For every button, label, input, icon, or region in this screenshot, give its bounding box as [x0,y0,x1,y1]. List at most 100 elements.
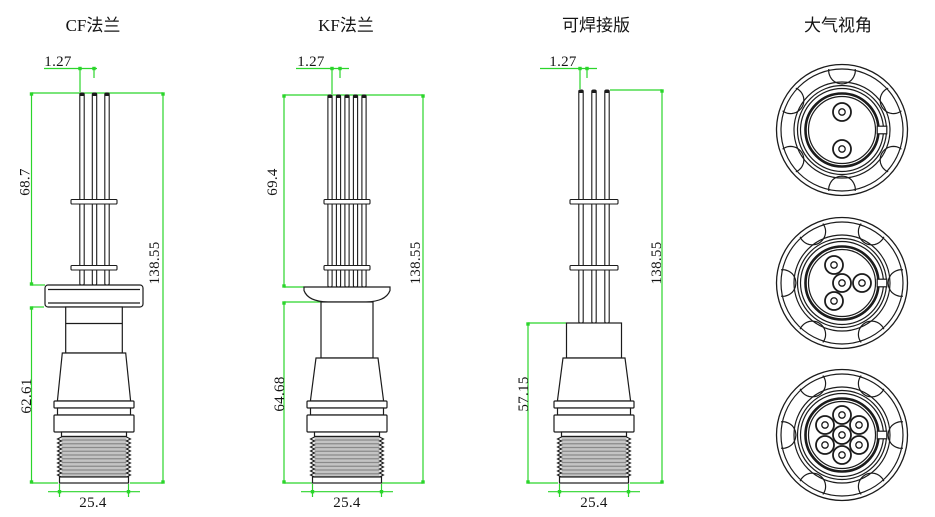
dim-weld-base: 25.4 [580,495,608,511]
pin-spacer-bar [70,198,118,205]
connector-ring [775,63,909,197]
dim-cf-upper: 68.7 [18,168,34,196]
bayonet-lug [799,375,827,398]
dimension-arrow-tick [161,480,165,484]
ring-band [53,400,135,409]
dimension-arrow-tick [161,92,165,96]
dimension-arrow-tick [282,480,286,484]
panel-title: 大气视角 [804,16,872,35]
pin-tip [604,90,610,93]
thread-body [314,436,380,477]
tapered-shell [309,357,385,402]
dim-kf-lower: 64.68 [272,376,288,411]
cf-flange-disc [44,284,144,308]
pin-tip [578,90,584,93]
feedthrough-pin [344,94,350,288]
pin-spacer-bar [569,198,619,205]
panel-title: KF法兰 [318,16,374,35]
face-pin-core [838,431,846,439]
base-cap [558,476,630,484]
thread-body [61,436,127,477]
face-pin-core [830,261,838,269]
base-cap [311,476,383,484]
thread-profile-left [56,436,63,478]
face-pin-core [838,451,846,459]
dimension-arrow-tick [78,66,82,71]
dimension-arrow-tick [57,490,62,494]
kf-connector-body [303,286,391,484]
feedthrough-pin [352,94,359,288]
feedthrough-pin [591,89,597,324]
weldable-lower-assembly [553,357,635,484]
face-pin-core [830,297,838,305]
bayonet-lug [857,320,885,343]
bayonet-lug [782,145,805,173]
dimension-arrow-tick [282,284,286,288]
pin-tip [344,95,350,98]
dimension-arrow-tick [29,480,34,484]
dimension-arrow-tick [282,301,286,305]
thread-profile-right [625,436,632,478]
dim-weld-pin-pitch: 1.27 [549,54,577,70]
key-notch [876,430,888,440]
thread-body [561,436,627,477]
ring-groove [556,407,632,416]
face-pin-core [838,279,846,287]
bayonet-lug [782,87,805,115]
connector-ring [775,368,909,502]
dimension-arrow-tick [557,490,562,494]
connector-ring [775,216,909,350]
bayonet-lug [780,269,797,297]
dimension-arrow-tick [578,66,582,71]
pin-spacer-bar [569,264,619,271]
pin-spacer-bar [323,264,371,271]
connector-ring [807,248,877,318]
pin-spacer-bars [70,198,619,271]
thread-relief [560,431,628,438]
dimension-arrow-tick [29,306,34,310]
dim-weld-overall: 138.55 [649,241,665,284]
dimension-arrow-tick [92,66,96,71]
bayonet-lug [799,223,827,246]
kf-lower-assembly [306,357,388,484]
dim-weld-lower: 57.15 [516,376,532,411]
tapered-shell [556,357,632,402]
dimension-arrow-tick [310,490,315,494]
dimension-lines [29,66,664,497]
ring-band [553,400,635,409]
feedthrough-pin [335,94,342,288]
thread-relief [313,431,381,438]
pin-tip [104,93,110,96]
bayonet-lug [887,421,904,449]
dimension-arrow-tick [526,480,530,484]
thread-profile-left [309,436,316,478]
key-notch [876,278,888,288]
face-pin-core [838,108,846,116]
dimension-arrow-tick [29,282,34,286]
face-pin-core [855,421,863,429]
dimension-arrow-tick [421,480,425,484]
face-pin-core [838,145,846,153]
tapered-shell [56,352,132,402]
connector-ring [780,68,904,192]
bayonet-lug [857,375,885,398]
face-pin-core [821,421,829,429]
thread-profile-left [556,436,563,478]
dim-cf-base: 25.4 [79,495,107,511]
bayonet-lug [879,145,902,173]
bayonet-lug [780,421,797,449]
bayonet-lug [828,68,856,85]
connector-ring [807,95,877,165]
feedthrough-pins [79,89,610,324]
weldable-body [565,322,623,359]
pin-tip [591,90,597,93]
dimension-arrow-tick [29,92,34,96]
feedthrough-pin [361,94,367,288]
dimension-arrow-tick [660,480,664,484]
thread-profile-right [125,436,132,478]
ring-groove [56,407,132,416]
pin-tip [327,95,333,98]
dimension-arrow-tick [379,490,384,494]
base-cap [58,476,130,484]
